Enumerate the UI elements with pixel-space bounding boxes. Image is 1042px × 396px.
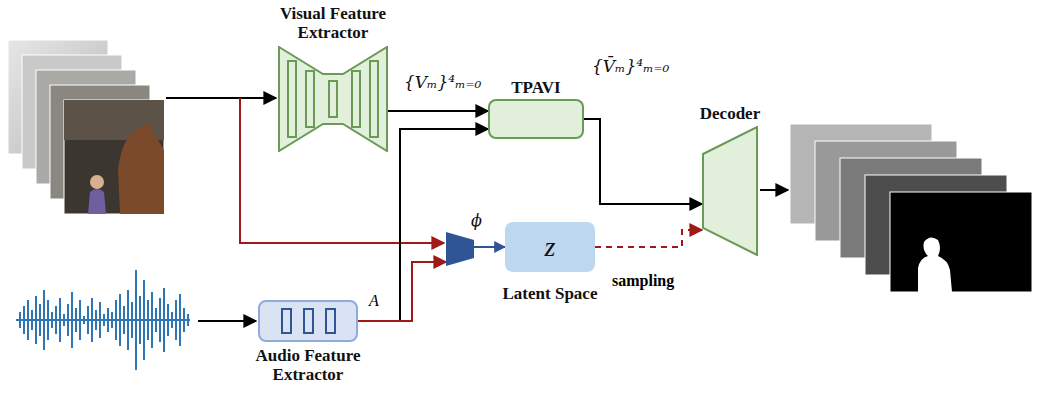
connector: [584, 119, 702, 204]
encoder-symbol: ϕ: [438, 212, 482, 230]
node-heading: Audio Feature Extractor: [236, 346, 380, 384]
node-heading: Visual Feature Extractor: [261, 4, 405, 42]
tpavi-node: TPAVI: [482, 78, 590, 139]
frames-arrow: [166, 97, 276, 99]
edge-label: {V̄ₘ}⁴ₘ₌₀: [592, 56, 669, 76]
latent-box: z: [505, 222, 595, 272]
enc-node: ϕ: [438, 212, 482, 266]
node-heading: Latent Space: [498, 284, 602, 303]
connector: [358, 129, 488, 321]
dec-node: Decoder: [688, 104, 772, 256]
node-heading: TPAVI: [482, 78, 590, 97]
connector: [474, 246, 505, 248]
output-masks: [790, 124, 1032, 292]
audio-node: Audio Feature Extractor: [236, 300, 380, 384]
connector: [388, 110, 488, 112]
latent-node: zLatent Space: [498, 222, 602, 303]
node-heading: Decoder: [688, 104, 772, 123]
extractor-box: [258, 300, 358, 342]
edge-label: {Vₘ}⁴ₘ₌₀: [404, 72, 481, 92]
extractor-layers: [260, 302, 356, 340]
encoder-decoder-shape: [278, 46, 388, 152]
signal-name: A: [369, 292, 379, 310]
waveform-arrow: [198, 320, 256, 322]
vis-node: Visual Feature Extractor: [261, 4, 405, 152]
audio-waveform: [16, 270, 190, 370]
output-arrow: [760, 189, 788, 191]
connector: [595, 230, 702, 247]
step-label: sampling: [612, 272, 674, 290]
connector: [358, 262, 446, 321]
encoder-trapezoid: [446, 232, 474, 266]
decoder-trapezoid: [702, 126, 758, 256]
video-frames: [8, 40, 164, 214]
latent-variable: z: [545, 232, 556, 262]
module-box: [488, 99, 584, 139]
